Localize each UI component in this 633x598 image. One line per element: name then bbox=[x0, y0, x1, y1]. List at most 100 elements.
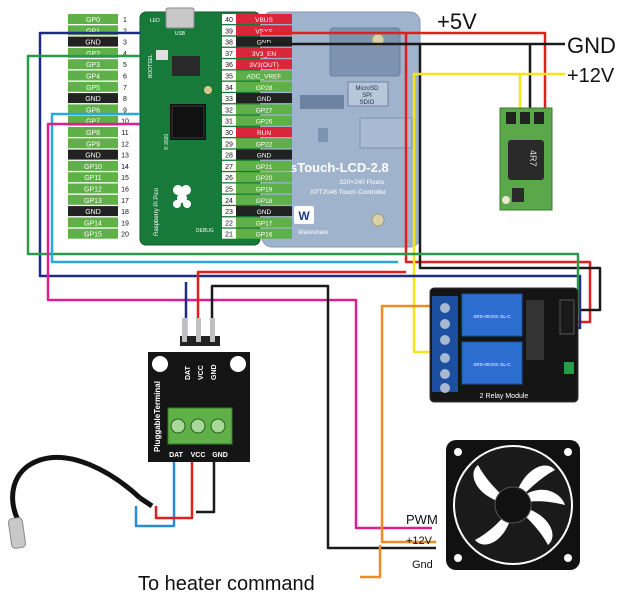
pin-number-bg bbox=[118, 228, 132, 239]
pin-label-bg bbox=[236, 206, 292, 217]
pin-name: GP19 bbox=[256, 187, 273, 194]
pin-label-bg bbox=[68, 115, 118, 126]
pin-label-bg bbox=[68, 138, 118, 149]
pin-name: GP9 bbox=[86, 141, 100, 148]
pin-number-bg bbox=[222, 194, 236, 205]
pin-number-bg bbox=[222, 93, 236, 104]
pin-label-bg bbox=[68, 93, 118, 104]
pin-name: GP0 bbox=[86, 17, 100, 24]
pin-number: 3 bbox=[123, 40, 127, 47]
pin-number-bg bbox=[222, 149, 236, 160]
pin-number-bg bbox=[222, 228, 236, 239]
pin-number-bg bbox=[118, 104, 132, 115]
pin-name: GP5 bbox=[86, 85, 100, 92]
pin-name: GP7 bbox=[86, 119, 100, 126]
pin-number: 15 bbox=[121, 175, 129, 182]
pin-label-bg bbox=[68, 36, 118, 47]
fan bbox=[446, 440, 580, 570]
pin-name: GP3 bbox=[86, 62, 100, 69]
pin-row-12: GP9 12 bbox=[68, 138, 132, 149]
pin-number: 39 bbox=[225, 28, 233, 35]
label-plus12v: +12V bbox=[567, 65, 615, 87]
pico-led-label: LED bbox=[150, 18, 160, 24]
pin-name: GP15 bbox=[84, 232, 102, 239]
pin-name: GP14 bbox=[84, 220, 102, 227]
pin-label-bg bbox=[236, 228, 292, 239]
pin-number: 35 bbox=[225, 74, 233, 81]
pin-name: GP20 bbox=[256, 175, 273, 182]
pin-row-3: GND 3 bbox=[68, 36, 132, 47]
pin-name: GND bbox=[85, 40, 101, 47]
relay-rating-2: SRD-05VDC-SL-C bbox=[473, 362, 511, 367]
pin-number: 8 bbox=[123, 96, 127, 103]
bootsel-button bbox=[156, 50, 168, 60]
waveshare-logo: W Waveshare bbox=[294, 206, 329, 236]
pin-number-bg bbox=[222, 217, 236, 228]
terminal-pin-vcc: VCC bbox=[198, 365, 205, 380]
pin-label-bg bbox=[236, 172, 292, 183]
pin-number: 31 bbox=[225, 119, 233, 126]
pin-label-bg bbox=[236, 217, 292, 228]
pin-label-bg bbox=[68, 194, 118, 205]
pin-number-bg bbox=[222, 127, 236, 137]
pin-name: GP18 bbox=[256, 198, 273, 205]
pin-number: 38 bbox=[225, 40, 233, 47]
pin-row-6: GP4 6 bbox=[68, 70, 132, 81]
pin-label-bg bbox=[236, 127, 292, 137]
pin-number: 24 bbox=[225, 198, 233, 205]
wire-orange-relay bbox=[380, 304, 436, 544]
lcd-resolution: 320×240 Pixels bbox=[339, 179, 384, 186]
raspberry-logo bbox=[173, 185, 191, 208]
pin-label-bg bbox=[68, 206, 118, 217]
pin-name: GP16 bbox=[256, 232, 273, 239]
lcd-board: MicroSD SPI SDIO sTouch-LCD-2.8 320×240 … bbox=[261, 11, 421, 248]
pin-name: GP10 bbox=[84, 164, 102, 171]
pin-label-bg bbox=[236, 104, 292, 115]
pico-bootsel-label: BOOTSEL bbox=[148, 54, 154, 78]
pin-number: 32 bbox=[225, 107, 233, 114]
pin-number: 6 bbox=[123, 74, 127, 81]
pin-number: 12 bbox=[121, 141, 129, 148]
terminal-bottom-dat: DAT bbox=[169, 452, 184, 459]
wire-cyan bbox=[50, 112, 398, 264]
label-pwm: PWM bbox=[406, 512, 438, 527]
pin-number-bg bbox=[222, 104, 236, 115]
pin-name: GP4 bbox=[86, 74, 100, 81]
pin-number: 17 bbox=[121, 198, 129, 205]
pin-name: GP8 bbox=[86, 130, 100, 137]
pin-number: 29 bbox=[225, 141, 233, 148]
wire-5v-red-down bbox=[404, 33, 592, 324]
pin-number-bg bbox=[222, 183, 236, 194]
pin-number: 10 bbox=[121, 119, 129, 126]
pin-number-bg bbox=[222, 47, 236, 58]
pin-label-bg bbox=[68, 70, 118, 81]
pin-number-bg bbox=[118, 160, 132, 171]
pin-number-bg bbox=[118, 115, 132, 126]
pico-year-label: © 2020 bbox=[163, 134, 170, 150]
pin-label-bg bbox=[68, 81, 118, 92]
pin-label-bg bbox=[68, 127, 118, 137]
wire-12v-yellow bbox=[412, 72, 565, 354]
pin-number: 36 bbox=[225, 62, 233, 69]
wire-probe-black bbox=[196, 462, 216, 514]
terminal-title: PluggableTerminal bbox=[153, 381, 162, 452]
pluggable-terminal: PluggableTerminal DAT VCC GND DAT VCC GN… bbox=[148, 318, 250, 462]
pin-number: 37 bbox=[225, 51, 233, 58]
pin-name: VBUS bbox=[255, 17, 273, 24]
relay-1 bbox=[461, 293, 523, 337]
pin-number-bg bbox=[222, 138, 236, 149]
